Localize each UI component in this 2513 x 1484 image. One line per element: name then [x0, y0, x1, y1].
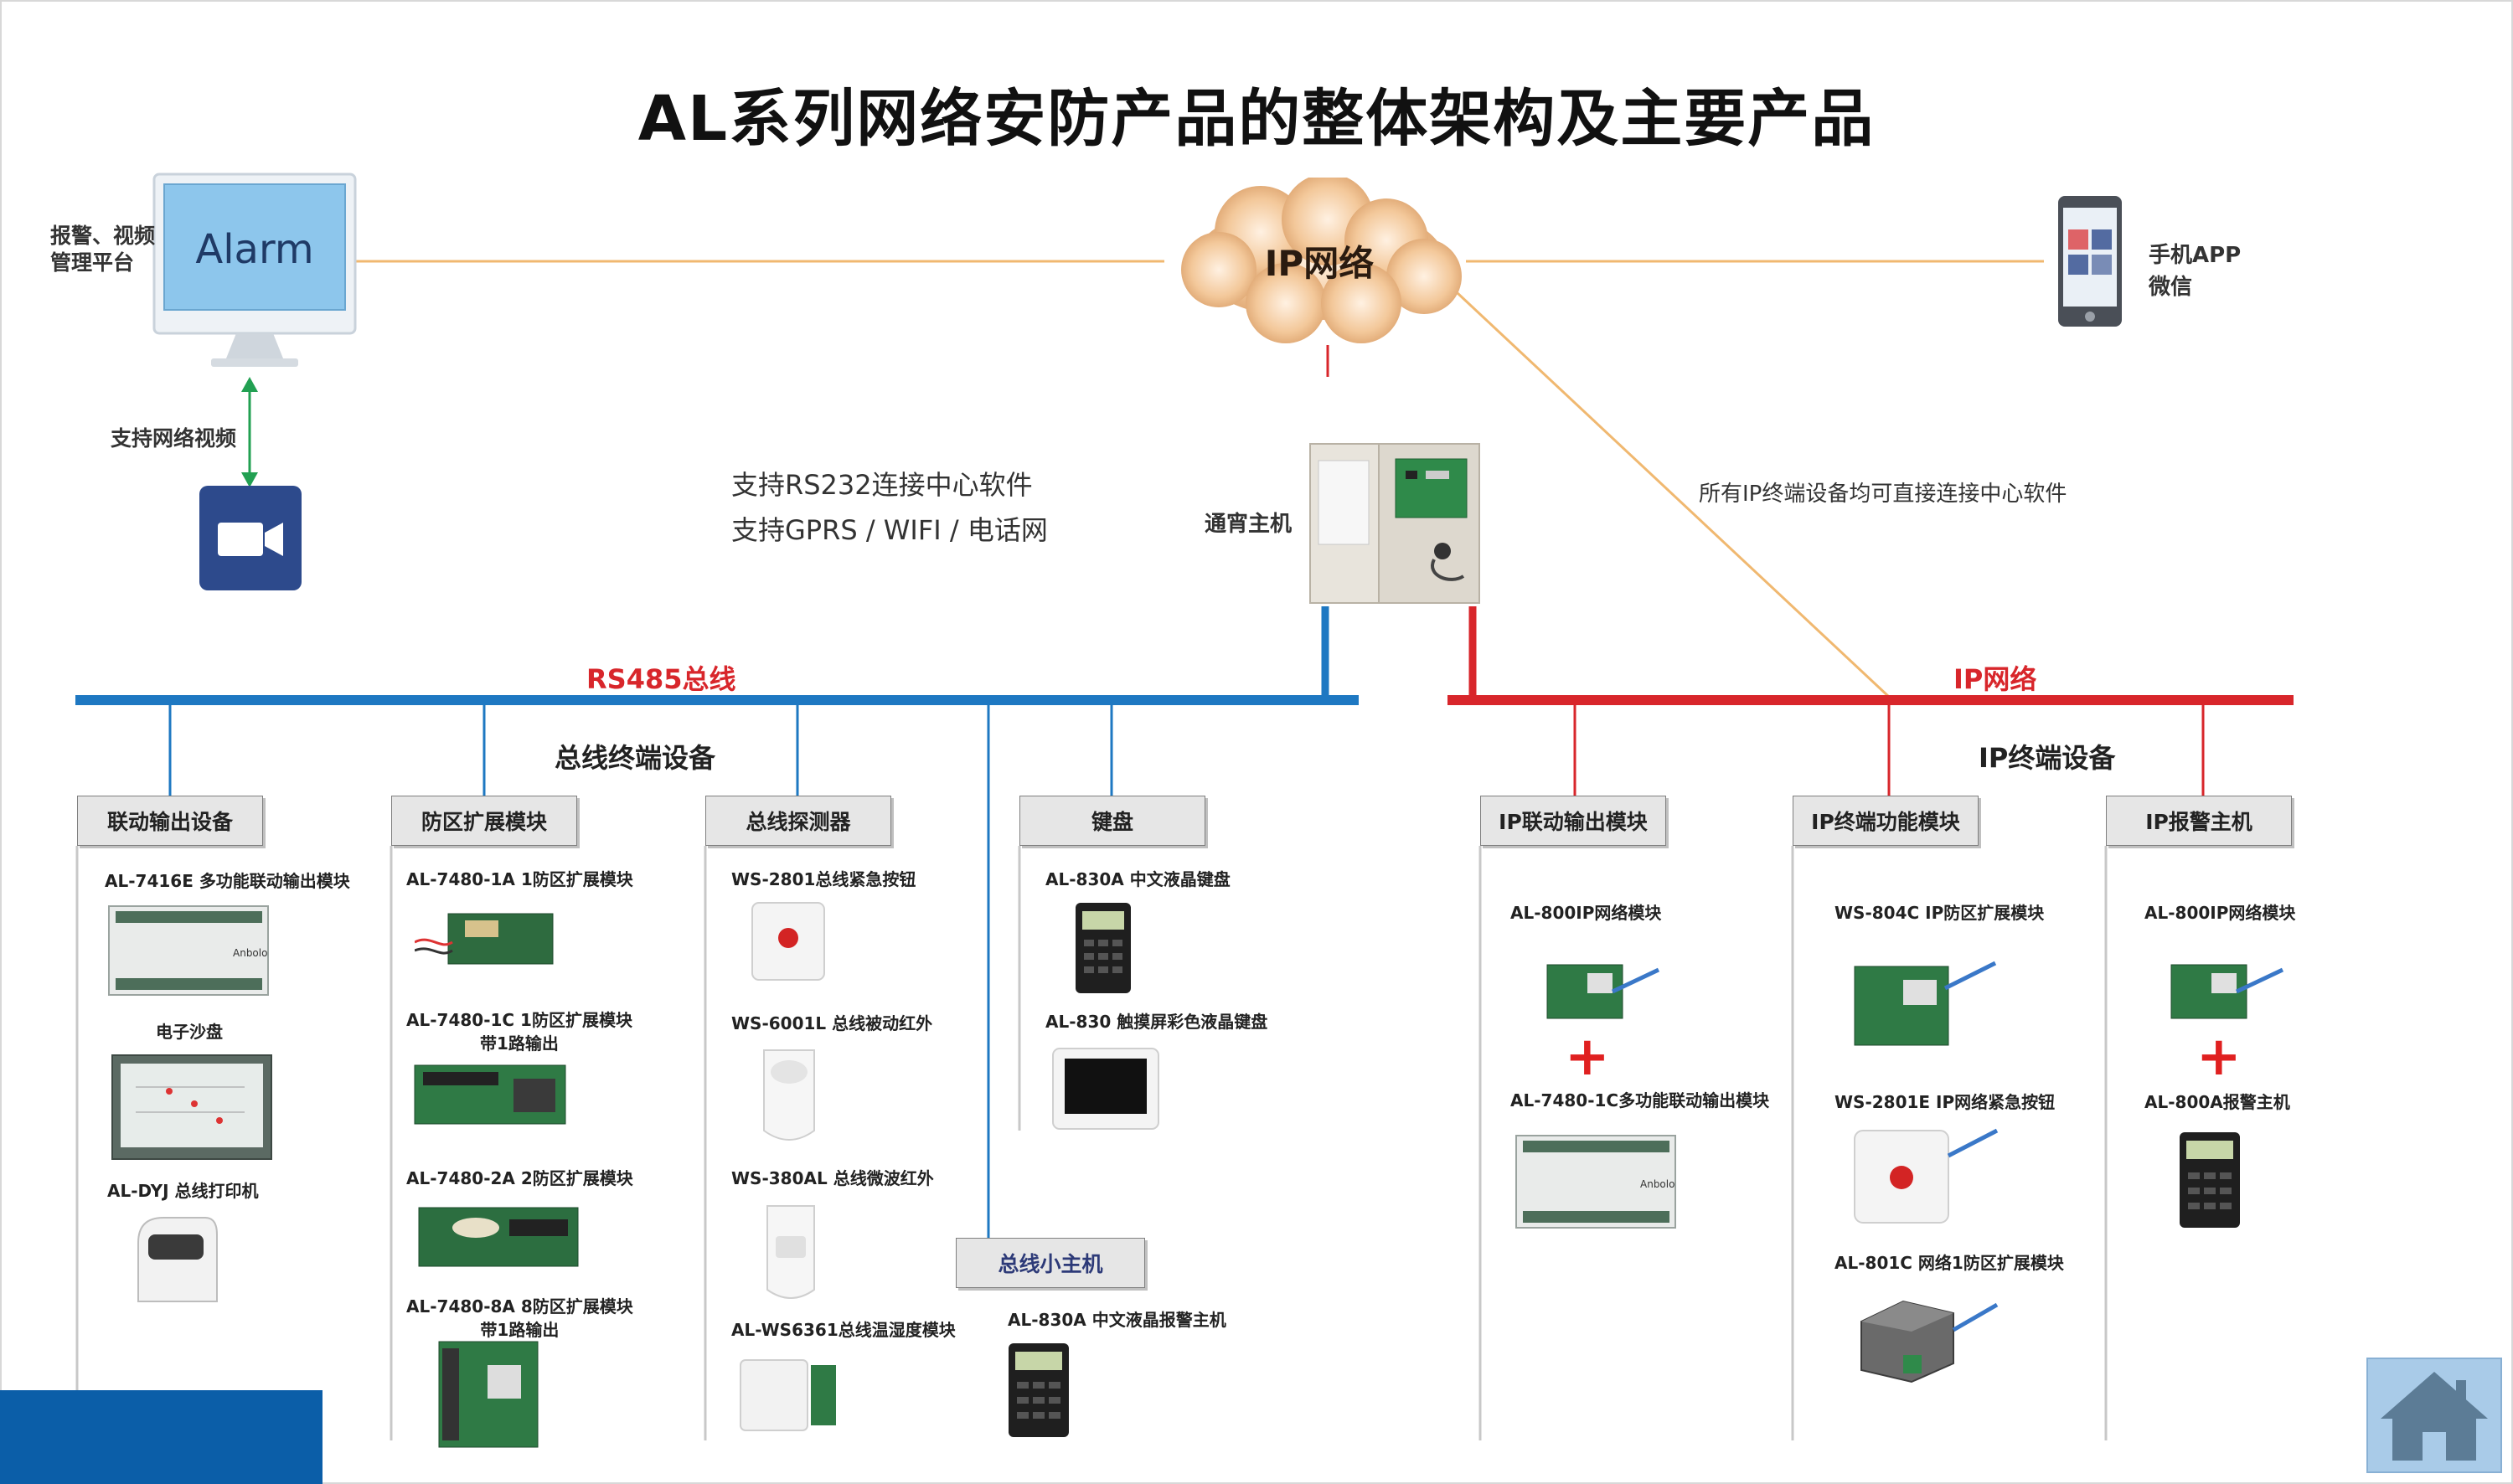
- ip-direct-link-line: [1456, 291, 1891, 698]
- home-button[interactable]: [2366, 1357, 2503, 1477]
- ip-terminal-section-title: IP终端设备: [1979, 742, 2116, 774]
- output-module-image: Anbolo: [107, 904, 271, 1002]
- microwave-pir-image: [762, 1203, 819, 1308]
- category-ip-terminal-module: IP终端功能模块: [1793, 796, 1979, 846]
- product-al-830a-keypad: AL-830A 中文液晶键盘: [1045, 869, 1231, 889]
- product-al-800ip-1: AL-800IP网络模块: [1510, 903, 1662, 923]
- product-al-800ip-2: AL-800IP网络模块: [2144, 903, 2296, 923]
- smartphone-icon: [2056, 194, 2123, 332]
- product-al-7480-1c-ip: AL-7480-1C多功能联动输出模块: [1510, 1090, 1770, 1110]
- category-ip-linkage-output: IP联动输出模块: [1480, 796, 1666, 846]
- ip-module-image-2: [2170, 960, 2295, 1027]
- zone-module-8a-image: [437, 1340, 539, 1452]
- rs485-bus: [75, 695, 1359, 705]
- product-ws-2801e: WS-2801E IP网络紧急按钮: [1834, 1092, 2056, 1112]
- ip-bus: [1447, 695, 2294, 705]
- network-zone-box-image: [1853, 1280, 2004, 1388]
- product-al-801c: AL-801C 网络1防区扩展模块: [1834, 1253, 2064, 1273]
- svg-text:Anbolo: Anbolo: [1640, 1178, 1674, 1190]
- video-camera-icon: [199, 486, 302, 594]
- note-rs232: 支持RS232连接中心软件: [731, 469, 1033, 501]
- ip-panic-button-image: [1853, 1122, 2004, 1228]
- cloud-icon: IP网络: [1160, 173, 1478, 353]
- sand-table-image: [111, 1054, 274, 1164]
- plus-icon-2: +: [2196, 1026, 2242, 1088]
- product-ws-6001l: WS-6001L 总线被动红外: [731, 1013, 933, 1033]
- ip-zone-module-image: [1853, 955, 2004, 1052]
- humidity-module-image: [739, 1355, 841, 1439]
- product-ws-380al: WS-380AL 总线微波红外: [731, 1168, 934, 1188]
- ip-output-module-image: Anbolo: [1515, 1134, 1678, 1234]
- mini-host-image: [1007, 1342, 1071, 1442]
- page-title: AL系列网络安防产品的整体架构及主要产品: [637, 83, 1876, 155]
- category-bus-detector: 总线探测器: [705, 796, 891, 846]
- product-ws-804c: WS-804C IP防区扩展模块: [1834, 903, 2045, 923]
- category-zone-expansion: 防区扩展模块: [391, 796, 577, 846]
- zone-module-1c-image: [413, 1062, 568, 1131]
- video-label: 支持网络视频: [111, 426, 237, 451]
- ip-direct-label: 所有IP终端设备均可直接连接中心软件: [1699, 482, 2067, 507]
- product-al-7480-2a: AL-7480-2A 2防区扩展模块: [406, 1168, 633, 1188]
- platform-label: 报警、视频 管理平台: [50, 224, 156, 275]
- printer-image: [130, 1209, 222, 1317]
- pir-detector-image: [759, 1047, 819, 1151]
- mobile-label: 手机APP 微信: [2149, 243, 2242, 300]
- monitor-icon: Alarm: [152, 173, 362, 377]
- product-al-7480-8a: AL-7480-8A 8防区扩展模块 带1路输出: [406, 1296, 633, 1340]
- category-linkage-output: 联动输出设备: [77, 796, 263, 846]
- category-keypad: 键盘: [1019, 796, 1205, 846]
- zone-module-1a-image: [414, 909, 561, 972]
- zone-module-2a-image: [417, 1203, 581, 1275]
- cloud-text: IP网络: [1265, 243, 1374, 284]
- lcd-keypad-image: [1074, 901, 1133, 998]
- product-al-7480-1c: AL-7480-1C 1防区扩展模块 带1路输出: [406, 1010, 632, 1054]
- touch-keypad-image: [1051, 1047, 1160, 1134]
- product-al-dyj: AL-DYJ 总线打印机: [107, 1181, 259, 1201]
- product-al-ws6361: AL-WS6361总线温湿度模块: [731, 1320, 956, 1340]
- plus-icon-1: +: [1565, 1026, 1610, 1088]
- host-label: 通宵主机: [1205, 512, 1293, 537]
- product-al-800a: AL-800A报警主机: [2144, 1092, 2290, 1112]
- product-al-7480-1a: AL-7480-1A 1防区扩展模块: [406, 869, 633, 889]
- product-sand-table: 电子沙盘: [156, 1022, 223, 1042]
- product-al-830a-host: AL-830A 中文液晶报警主机: [1008, 1310, 1226, 1330]
- footer-block: [0, 1390, 323, 1484]
- svg-text:Anbolo: Anbolo: [233, 947, 267, 959]
- monitor-text: Alarm: [195, 226, 313, 273]
- product-al-830-touch: AL-830 触摸屏彩色液晶键盘: [1045, 1012, 1268, 1032]
- ip-module-image-1: [1545, 960, 1671, 1027]
- bus-terminal-section-title: 总线终端设备: [555, 742, 716, 774]
- connectivity-notes: 支持RS232连接中心软件 支持GPRS / WIFI / 电话网: [731, 462, 1048, 553]
- category-ip-alarm-host: IP报警主机: [2106, 796, 2292, 846]
- category-bus-mini-host: 总线小主机: [956, 1238, 1145, 1288]
- control-panel-icon: [1308, 442, 1484, 610]
- product-al-7416e: AL-7416E 多功能联动输出模块: [105, 871, 350, 891]
- note-gprs: 支持GPRS / WIFI / 电话网: [731, 514, 1048, 546]
- panic-button-image: [751, 901, 826, 985]
- ip-bus-label: IP网络: [1953, 663, 2037, 695]
- product-ws-2801: WS-2801总线紧急按钮: [731, 869, 916, 889]
- ip-alarm-host-image: [2178, 1131, 2242, 1233]
- rs485-bus-label: RS485总线: [586, 663, 736, 695]
- home-icon: [2366, 1358, 2502, 1473]
